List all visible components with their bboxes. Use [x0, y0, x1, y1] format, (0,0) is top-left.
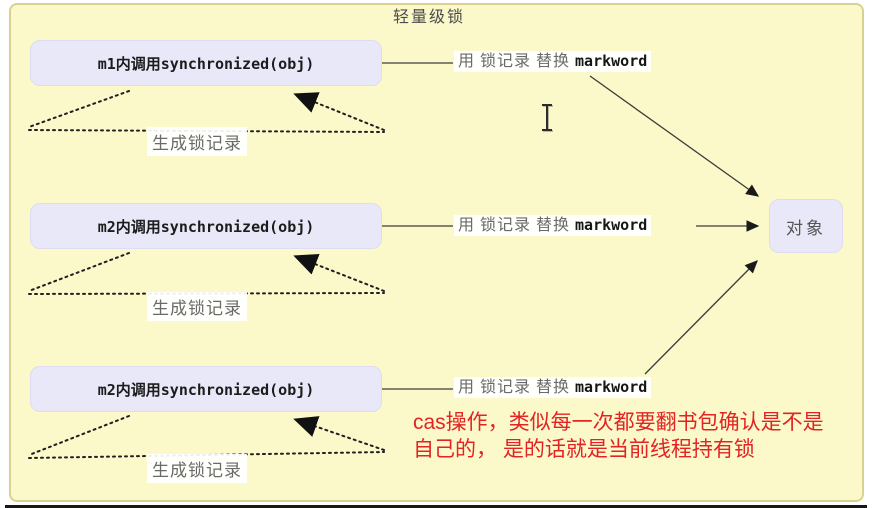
cas-annotation[interactable]: cas操作，类似每一次都要翻书包确认是不是 自己的， 是的话就是当前线程持有锁	[413, 409, 863, 463]
connector-row3-to-object	[644, 260, 758, 375]
object-box-label: 对象	[786, 218, 826, 238]
replace-markword-label-3[interactable]: 用 锁记录 替换 markword	[454, 377, 652, 398]
text-cursor-icon	[542, 104, 553, 132]
lock-record-label-2[interactable]: 生成锁记录	[147, 292, 247, 321]
loop-dotted-row3	[28, 415, 385, 459]
diagram-canvas[interactable]	[9, 3, 864, 502]
replace-markword-label-1[interactable]: 用 锁记录 替换 markword	[454, 51, 652, 72]
connector-row1-to-object	[589, 75, 760, 197]
sync-box-m2a-label: m2内调用synchronized(obj)	[97, 217, 315, 236]
cas-annotation-line1: cas操作，类似每一次都要翻书包确认是不是	[413, 411, 824, 434]
loop-arrow-row1	[293, 92, 385, 131]
loop-dotted-row2	[28, 252, 385, 295]
cas-annotation-line2: 自己的， 是的话就是当前线程持有锁	[413, 438, 755, 461]
object-box[interactable]: 对象	[769, 199, 843, 253]
sync-box-m1[interactable]: m1内调用synchronized(obj)	[30, 40, 382, 86]
bottom-window-edge	[5, 505, 867, 508]
lock-record-label-1[interactable]: 生成锁记录	[147, 127, 247, 156]
sync-box-m2b[interactable]: m2内调用synchronized(obj)	[30, 366, 382, 412]
page-title: 轻量级锁	[393, 9, 466, 26]
replace-markword-label-2[interactable]: 用 锁记录 替换 markword	[454, 215, 652, 236]
loop-dotted-row1	[28, 90, 385, 133]
sync-box-m1-label: m1内调用synchronized(obj)	[97, 54, 315, 73]
sync-box-m2b-label: m2内调用synchronized(obj)	[97, 380, 315, 399]
loop-arrow-row3	[293, 416, 385, 451]
sync-box-m2a[interactable]: m2内调用synchronized(obj)	[30, 203, 382, 249]
lock-record-label-3[interactable]: 生成锁记录	[147, 454, 247, 483]
loop-arrow-row2	[293, 254, 385, 292]
